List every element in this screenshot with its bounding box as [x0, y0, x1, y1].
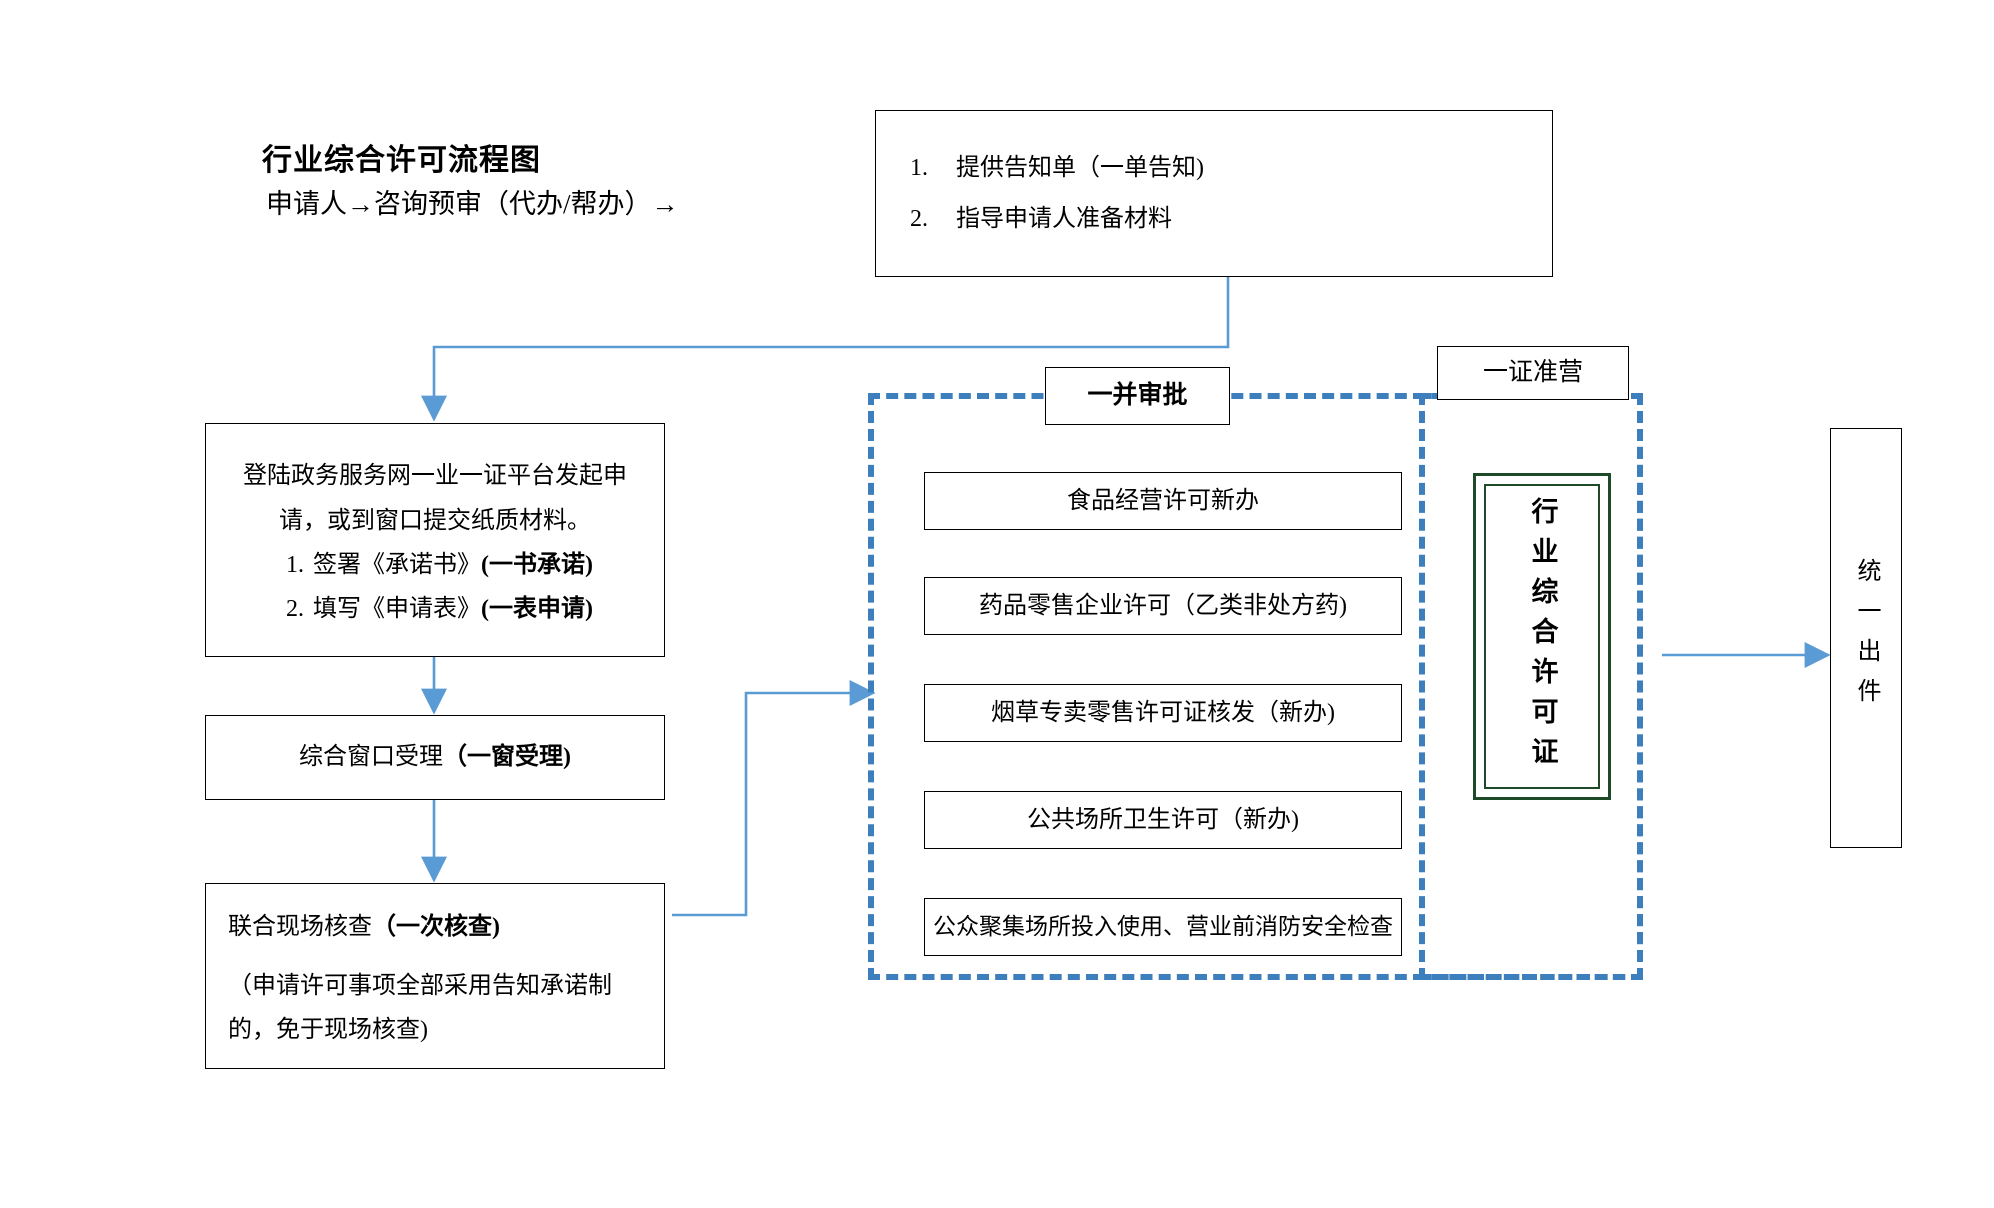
- apply-item-2-text: 填写《申请表》: [313, 596, 481, 623]
- notice-item-2: 2. 指导申请人准备材料: [910, 194, 1204, 244]
- apply-box-body: 登陆政务服务网一业一证平台发起申 请，或到窗口提交纸质材料。 1. 签署《承诺书》…: [206, 438, 664, 642]
- apply-line-2: 请，或到窗口提交纸质材料。: [279, 507, 591, 534]
- certificate-text: 行业综合许可证: [1527, 496, 1558, 777]
- page-title: 行业综合许可流程图: [262, 135, 862, 179]
- notice-item-1-number: 1.: [910, 155, 928, 182]
- apply-line-1: 登陆政务服务网一业一证平台发起申: [243, 463, 627, 490]
- permit-item-5: 公众聚集场所投入使用、营业前消防安全检查: [924, 898, 1402, 956]
- permit-item-2-text: 药品零售企业许可（乙类非处方药): [979, 592, 1347, 619]
- window-accept-box: 综合窗口受理（一窗受理): [205, 715, 665, 800]
- page-title-text: 行业综合许可流程图: [262, 144, 541, 177]
- permit-item-1-text: 食品经营许可新办: [1067, 487, 1259, 514]
- site-check-title-text: 联合现场核查: [228, 914, 372, 941]
- apply-item-2-number: 2.: [286, 596, 304, 623]
- page-subtitle: 申请人→咨询预审（代办/帮办）→: [266, 182, 946, 221]
- apply-item-2: 2. 填写《申请表》(一表申请): [228, 587, 642, 631]
- window-accept-emphasis: （一窗受理): [443, 744, 571, 771]
- apply-item-1-emphasis: (一书承诺): [481, 552, 593, 578]
- permit-item-2: 药品零售企业许可（乙类非处方药): [924, 577, 1402, 635]
- apply-box: 登陆政务服务网一业一证平台发起申 请，或到窗口提交纸质材料。 1. 签署《承诺书》…: [205, 423, 665, 657]
- output-text: 统一出件: [1853, 558, 1879, 718]
- permit-item-4: 公共场所卫生许可（新办): [924, 791, 1402, 849]
- permit-item-4-text: 公共场所卫生许可（新办): [1027, 806, 1299, 833]
- notice-item-1-text: 提供告知单（一单告知): [956, 155, 1204, 182]
- permit-item-5-text: 公众聚集场所投入使用、营业前消防安全检查: [933, 914, 1393, 940]
- apply-item-2-emphasis: (一表申请): [481, 596, 593, 623]
- joint-approval-label-text: 一并审批: [1087, 381, 1188, 409]
- notice-item-1: 1. 提供告知单（一单告知): [910, 143, 1204, 193]
- site-check-box: 联合现场核查（一次核查) （申请许可事项全部采用告知承诺制 的，免于现场核查): [205, 883, 665, 1069]
- joint-approval-label: 一并审批: [1045, 367, 1230, 425]
- notice-box: 1. 提供告知单（一单告知) 2. 指导申请人准备材料: [875, 110, 1553, 277]
- apply-item-1-number: 1.: [286, 552, 304, 578]
- page-subtitle-text: 申请人→咨询预审（代办/帮办）→: [266, 189, 679, 219]
- one-certificate-label-text: 一证准营: [1482, 358, 1583, 386]
- site-check-note-line-1: （申请许可事项全部采用告知承诺制: [228, 972, 612, 999]
- certificate-box: 行业综合许可证: [1473, 473, 1611, 800]
- site-check-title: 联合现场核查（一次核查): [228, 905, 642, 949]
- one-certificate-label: 一证准营: [1437, 346, 1629, 400]
- certificate-inner-border: 行业综合许可证: [1484, 484, 1600, 789]
- permit-item-3-text: 烟草专卖零售许可证核发（新办): [991, 699, 1335, 726]
- permit-item-3: 烟草专卖零售许可证核发（新办): [924, 684, 1402, 742]
- site-check-title-emphasis: （一次核查): [372, 914, 500, 941]
- site-check-note-line-2: 的，免于现场核查): [228, 1017, 428, 1044]
- apply-item-1-text: 签署《承诺书》: [313, 552, 481, 578]
- apply-item-1: 1. 签署《承诺书》(一书承诺): [228, 543, 642, 587]
- site-check-body: 联合现场核查（一次核查) （申请许可事项全部采用告知承诺制 的，免于现场核查): [206, 889, 664, 1062]
- output-box: 统一出件: [1830, 428, 1902, 848]
- window-accept-text: 综合窗口受理: [299, 744, 443, 771]
- notice-list: 1. 提供告知单（一单告知) 2. 指导申请人准备材料: [876, 143, 1204, 244]
- notice-item-2-number: 2.: [910, 205, 928, 232]
- permit-item-1: 食品经营许可新办: [924, 472, 1402, 530]
- notice-item-2-text: 指导申请人准备材料: [956, 205, 1172, 232]
